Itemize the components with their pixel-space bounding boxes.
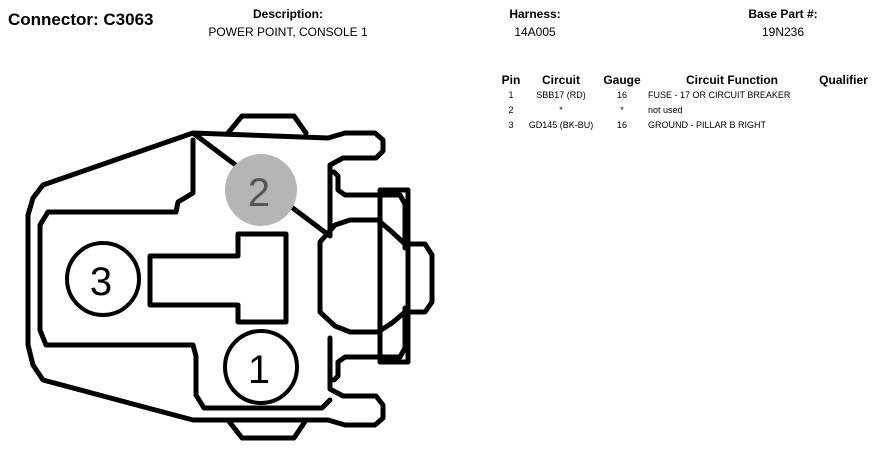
base-part-value: 19N236 <box>761 25 805 39</box>
connector-right-rib-bottom <box>331 305 408 383</box>
cell-function: GROUND - PILLAR B RIGHT <box>648 119 767 130</box>
col-header-circuit-function: Circuit Function <box>686 73 778 87</box>
connector-center-t-key <box>147 231 289 325</box>
cell-circuit: GD145 (BK-BU) <box>528 119 594 130</box>
cell-gauge: 16 <box>616 89 627 100</box>
connector-right-rail <box>377 187 411 365</box>
connector-housing-outline <box>25 130 386 428</box>
cell-gauge: * <box>620 104 624 115</box>
cell-circuit: * <box>559 104 563 115</box>
cell-function: FUSE - 17 OR CIRCUIT BREAKER <box>648 89 791 100</box>
pin-2-marker <box>225 154 297 226</box>
pin-3-marker <box>65 241 141 317</box>
pin-2-label: 2 <box>248 171 270 215</box>
connector-right-key <box>317 217 435 335</box>
cell-gauge: 16 <box>616 119 627 130</box>
cell-circuit: SBB17 (RD) <box>536 89 586 100</box>
col-header-pin: Pin <box>501 73 521 87</box>
pin-3-label: 3 <box>90 260 112 304</box>
connector-right-rib-top <box>331 169 408 251</box>
connector-title: Connector: C3063 <box>8 10 154 29</box>
pin-1-marker <box>223 329 299 405</box>
base-part-label: Base Part #: <box>748 7 818 21</box>
harness-label: Harness: <box>509 7 561 21</box>
table-row: 1 SBB17 (RD) 16 FUSE - 17 OR CIRCUIT BRE… <box>496 87 871 102</box>
col-header-qualifier: Qualifier <box>819 73 868 87</box>
pin-table: Pin Circuit Gauge Circuit Function Quali… <box>496 73 871 132</box>
col-header-circuit: Circuit <box>541 73 580 87</box>
table-row: 2 * * not used <box>496 102 871 117</box>
description-value: POWER POINT, CONSOLE 1 <box>208 25 368 39</box>
connector-bottom-latch <box>225 417 309 441</box>
col-header-gauge: Gauge <box>603 73 641 87</box>
cell-pin: 3 <box>508 119 514 130</box>
cell-pin: 2 <box>508 104 514 115</box>
description-label: Description: <box>252 7 323 21</box>
cell-pin: 1 <box>508 89 514 100</box>
harness-value: 14A005 <box>514 25 556 39</box>
pin-1-label: 1 <box>248 348 270 392</box>
table-row: 3 GD145 (BK-BU) 16 GROUND - PILLAR B RIG… <box>496 117 871 132</box>
connector-inner-cavity-outline <box>37 137 333 411</box>
connector-top-latch <box>225 113 309 136</box>
pin-table-header-row: Pin Circuit Gauge Circuit Function Quali… <box>496 73 871 87</box>
cell-function: not used <box>648 104 683 115</box>
